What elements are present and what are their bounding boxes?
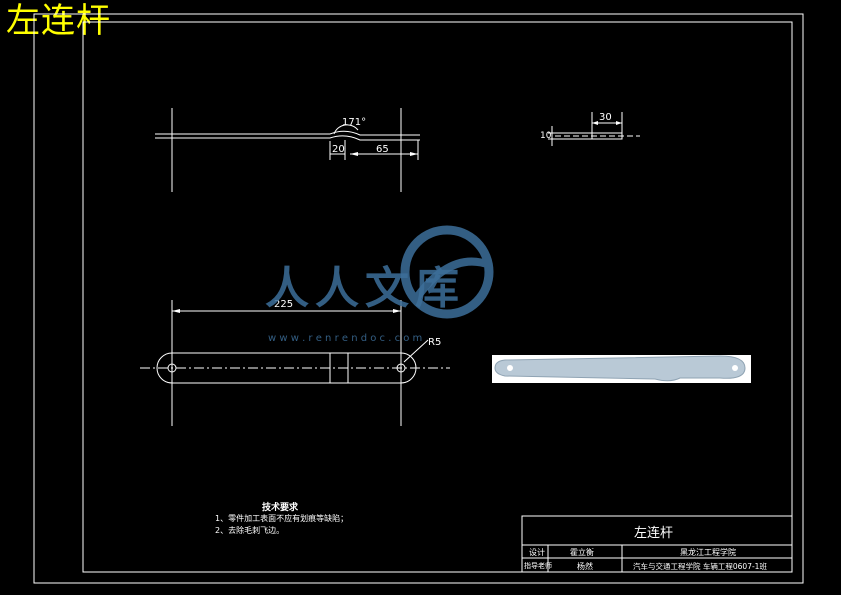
watermark-text: 人人文库 [265,263,465,314]
part-name: 左连杆 [634,526,674,541]
dim-65: 65 [376,144,389,155]
supervisor-label: 指导老师 [524,562,552,570]
watermark-logo [400,225,494,319]
design-label: 设计 [529,548,545,557]
side-view [548,112,640,146]
dim-angle: 171° [342,117,367,128]
outer-frame [33,13,804,584]
sheet-title: 左连杆 [6,1,111,41]
watermark-url: w w w . r e n r e n d o c . c o m [268,333,423,344]
front-view [155,108,420,192]
tech-item-1: 1、零件加工表面不应有划痕等缺陷； [215,514,349,523]
tech-item-2: 2、去除毛刺飞边。 [215,526,285,535]
arrow-heads [172,121,622,313]
dim-225: 225 [274,299,294,310]
dim-20: 20 [332,144,345,155]
department-name: 汽车与交通工程学院 车辆工程0607-1班 [633,562,767,571]
designer-name: 霍立衡 [570,548,594,557]
inner-frame [82,21,793,573]
school-name: 黑龙江工程学院 [680,548,736,557]
dim-30: 30 [599,112,612,123]
tech-heading: 技术要求 [262,503,299,513]
part-render [492,355,751,383]
dim-radius: R5 [428,337,442,348]
dim-10: 10 [540,131,552,141]
supervisor-name: 杨然 [577,562,593,571]
top-view [140,300,450,426]
title-block [521,515,793,573]
